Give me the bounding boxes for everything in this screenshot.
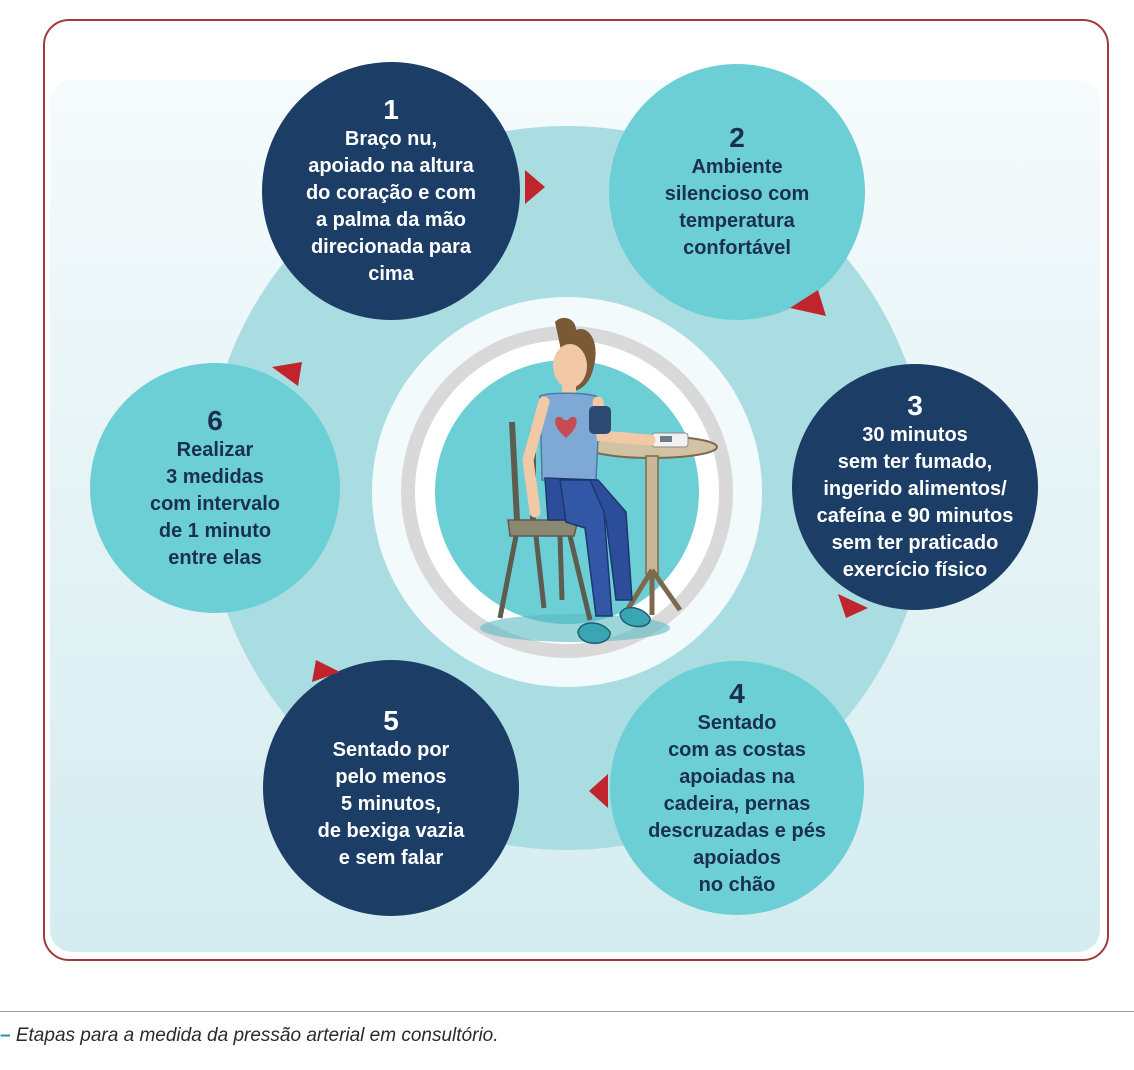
step-text: Ambiente silencioso com temperatura conf… [664, 156, 810, 259]
step-number: 5 [383, 704, 399, 736]
step-1-circle: 1 Braço nu, apoiado na altura do coração… [262, 62, 520, 320]
woman-measuring-blood-pressure-illustration [480, 317, 718, 644]
step-text: Sentado por pelo menos 5 minutos, de bex… [317, 738, 465, 869]
step-text: Realizar 3 medidas com intervalo de 1 mi… [149, 438, 281, 569]
figure-caption: – Etapas para a medida da pressão arteri… [0, 1025, 499, 1047]
step-number: 3 [907, 390, 923, 421]
red-triangle-arrow-icon [525, 170, 545, 204]
step-3-circle: 3 30 minutos sem ter fumado, ingerido al… [792, 364, 1038, 610]
red-triangle-arrow-icon [312, 660, 340, 682]
step-number: 4 [729, 677, 745, 709]
step-text: 30 minutos sem ter fumado, ingerido alim… [816, 424, 1014, 581]
red-triangle-arrow-icon [272, 362, 302, 386]
caption-dash: – [0, 1025, 11, 1046]
step-2-circle: 2 Ambiente silencioso com temperatura co… [609, 64, 865, 320]
cycle-arrows [272, 170, 868, 808]
red-triangle-arrow-icon [790, 290, 826, 316]
red-triangle-arrow-icon [589, 774, 608, 808]
caption-text: Etapas para a medida da pressão arterial… [15, 1025, 499, 1046]
step-5-circle: 5 Sentado por pelo menos 5 minutos, de b… [263, 660, 519, 916]
step-number: 1 [383, 94, 399, 125]
step-text: Sentado com as costas apoiadas na cadeir… [648, 711, 826, 896]
caption-divider [0, 1011, 1134, 1012]
step-number: 2 [729, 122, 745, 153]
step-text: Braço nu, apoiado na altura do coração e… [305, 128, 477, 285]
red-triangle-arrow-icon [838, 594, 868, 618]
step-6-circle: 6 Realizar 3 medidas com intervalo de 1 … [90, 363, 340, 613]
step-4-circle: 4 Sentado com as costas apoiadas na cade… [610, 661, 864, 915]
step-number: 6 [207, 404, 223, 436]
